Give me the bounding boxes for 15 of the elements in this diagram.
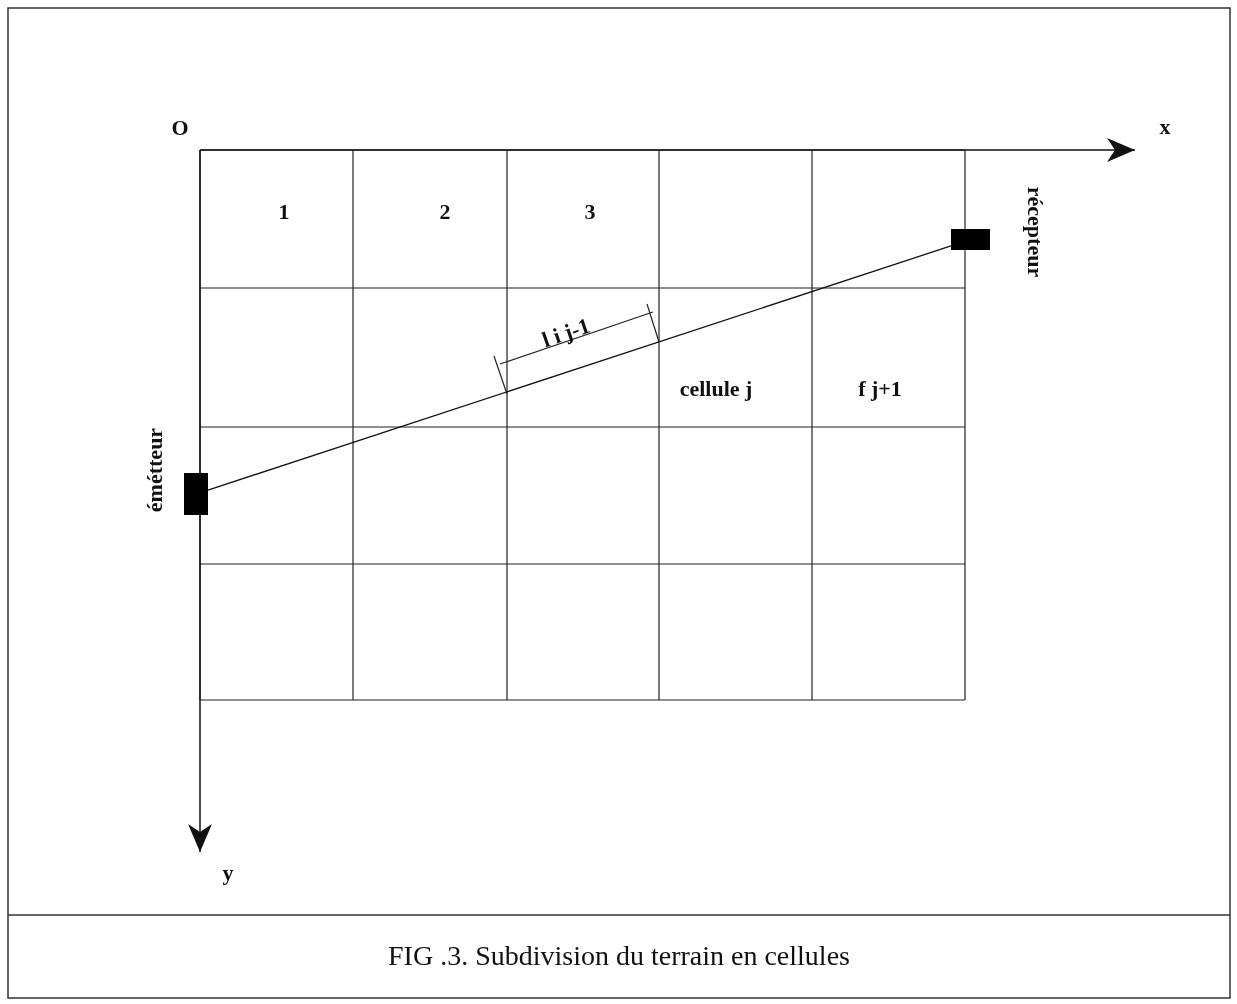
cell-number: 1 [278, 199, 290, 225]
origin-label: O [171, 115, 189, 141]
cell-number: 2 [439, 199, 451, 225]
bar-marker [184, 473, 208, 515]
bar-marker [951, 229, 990, 250]
propagation-line [207, 245, 952, 491]
cell-label: f j+1 [858, 376, 902, 402]
antenna-label: récepteur [1022, 186, 1048, 278]
antenna-label: émétteur [142, 427, 168, 513]
dimension-label: l i j-1 [538, 312, 594, 354]
cell-number: 3 [584, 199, 596, 225]
axis-label: y [222, 860, 234, 886]
cell-label: cellule j [679, 376, 753, 402]
axis-label: x [1159, 114, 1171, 140]
figure-caption: FIG .3. Subdivision du terrain en cellules [387, 940, 851, 972]
